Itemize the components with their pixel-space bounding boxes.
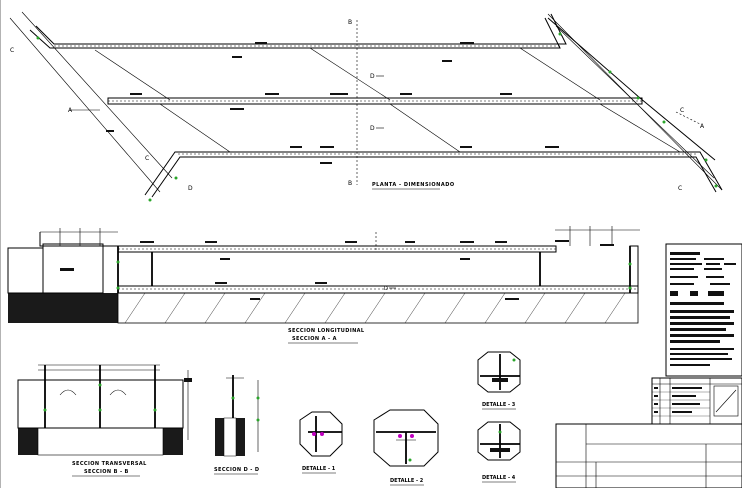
detail-2: DETALLE - 2 [373,409,439,486]
marker-a-right: A [700,123,705,130]
detail-2-title: DETALLE - 2 [390,478,424,484]
marker-b-top: B [348,19,352,26]
detail-3: DETALLE - 3 [477,351,521,410]
svg-text:D: D [384,286,388,292]
long-section-subtitle: SECCION A - A [292,336,337,342]
long-section-title: SECCION LONGITUDINAL [288,328,365,334]
title-block [555,423,742,488]
notes-block [665,243,742,377]
trans-section-subtitle: SECCION B - B [84,469,129,475]
trans-section-title: SECCION TRANSVERSAL [72,461,147,467]
detail-4-title: DETALLE - 4 [482,475,516,481]
marker-c-bottom-right: C [678,185,682,192]
marker-b-bottom: B [348,180,352,187]
marker-a-left: A [68,107,73,114]
svg-text:D: D [370,125,375,132]
plan-view: D D B B A A C C C C D PLANTA - DIMENSION… [9,11,723,202]
marker-d-bottom: D [188,185,193,192]
detail-4: DETALLE - 4 [477,421,521,483]
section-d-title: SECCION D - D [214,467,259,473]
longitudinal-section: D SECCION LONGITUDINAL SECCION A - A [7,226,640,344]
transversal-section: SECCION TRANSVERSAL SECCION B - B [17,364,192,477]
detail-1-title: DETALLE - 1 [302,466,336,472]
marker-c-bottom-left: C [145,155,149,162]
marker-c-top-left: C [10,47,14,54]
legend-table [651,377,742,425]
svg-text:D: D [370,73,375,80]
marker-c-top-right: C [680,107,684,114]
section-d-d: SECCION D - D [214,375,260,475]
plan-title: PLANTA - DIMENSIONADO [372,182,455,188]
detail-1: DETALLE - 1 [299,411,343,474]
detail-3-title: DETALLE - 3 [482,402,516,408]
